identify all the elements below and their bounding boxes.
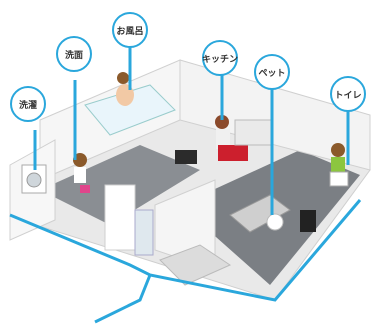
toilet	[329, 171, 349, 187]
front-door	[134, 209, 154, 256]
tv	[300, 210, 316, 232]
kitchen-cabinets	[234, 119, 274, 146]
label-kitchen: キッチン	[202, 40, 238, 76]
kitchen-person-head	[215, 115, 229, 129]
person-bath-head	[117, 72, 129, 84]
front-wall-middle	[104, 184, 136, 251]
stairs	[159, 244, 232, 286]
label-laundry: 洗濯	[10, 86, 46, 122]
kitchen-person-body	[216, 129, 230, 149]
kitchen-counter	[218, 145, 248, 161]
child-washroom-legs	[80, 185, 90, 193]
plumbing-pipes	[9, 40, 362, 324]
washing-machine-door	[26, 172, 42, 188]
label-toilet: トイレ	[330, 76, 366, 112]
sofa	[229, 194, 291, 233]
back-wall-right	[179, 59, 371, 171]
child-washroom-body	[74, 167, 86, 183]
kitchen-stove	[175, 150, 197, 164]
pet-dog	[266, 213, 284, 231]
label-pet: ペット	[254, 54, 290, 90]
toilet-person-body	[331, 157, 345, 173]
label-washroom: 洗面	[56, 36, 92, 72]
toilet-person-head	[331, 143, 345, 157]
label-bath: お風呂	[112, 12, 148, 48]
